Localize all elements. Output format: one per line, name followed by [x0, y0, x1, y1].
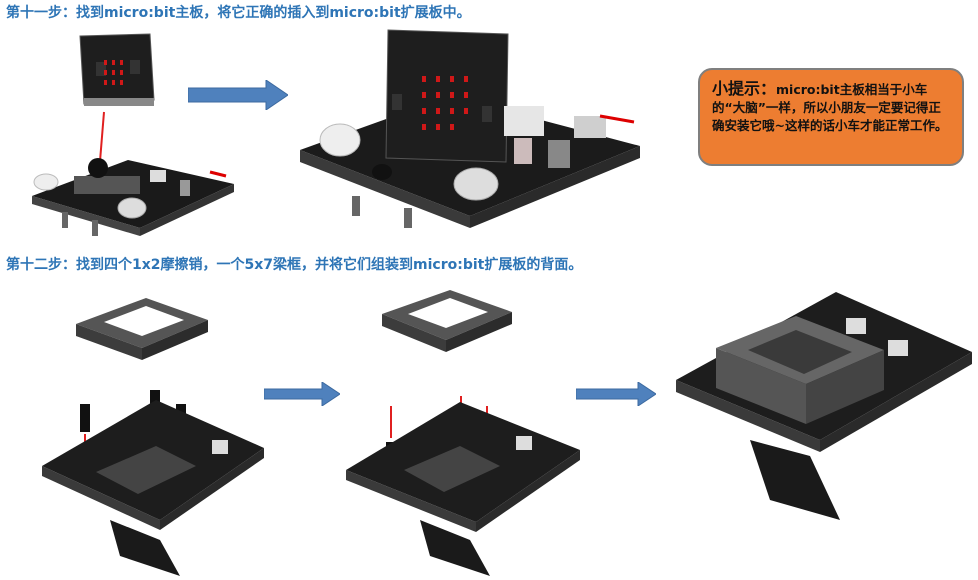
arrow-right-icon	[576, 382, 656, 406]
tip-body: micro:bit主板相当于小车的“大脑”一样，所以小朋友一定要记得正确安装它哦…	[712, 82, 948, 133]
assembled-result	[676, 292, 972, 520]
expansion-board-left	[32, 158, 234, 236]
beam-frame-middle	[382, 290, 512, 352]
arrow-right-icon	[264, 382, 340, 406]
expansion-board-back-1	[42, 400, 264, 576]
tip-title: 小提示：	[712, 79, 777, 98]
expansion-board-back-2	[346, 402, 580, 576]
step-11-title: 第十一步：找到micro:bit主板，将它正确的插入到micro:bit扩展板中…	[6, 5, 471, 21]
microbit-board-separate	[79, 33, 155, 106]
beam-frame-left	[76, 298, 208, 360]
microbit-inserted-board	[300, 29, 640, 228]
arrow-right-icon	[188, 80, 288, 110]
tip-callout: 小提示：micro:bit主板相当于小车的“大脑”一样，所以小朋友一定要记得正确…	[698, 68, 964, 166]
step-12-title: 第十二步：找到四个1x2摩擦销，一个5x7梁框，并将它们组装到micro:bit…	[6, 257, 583, 273]
